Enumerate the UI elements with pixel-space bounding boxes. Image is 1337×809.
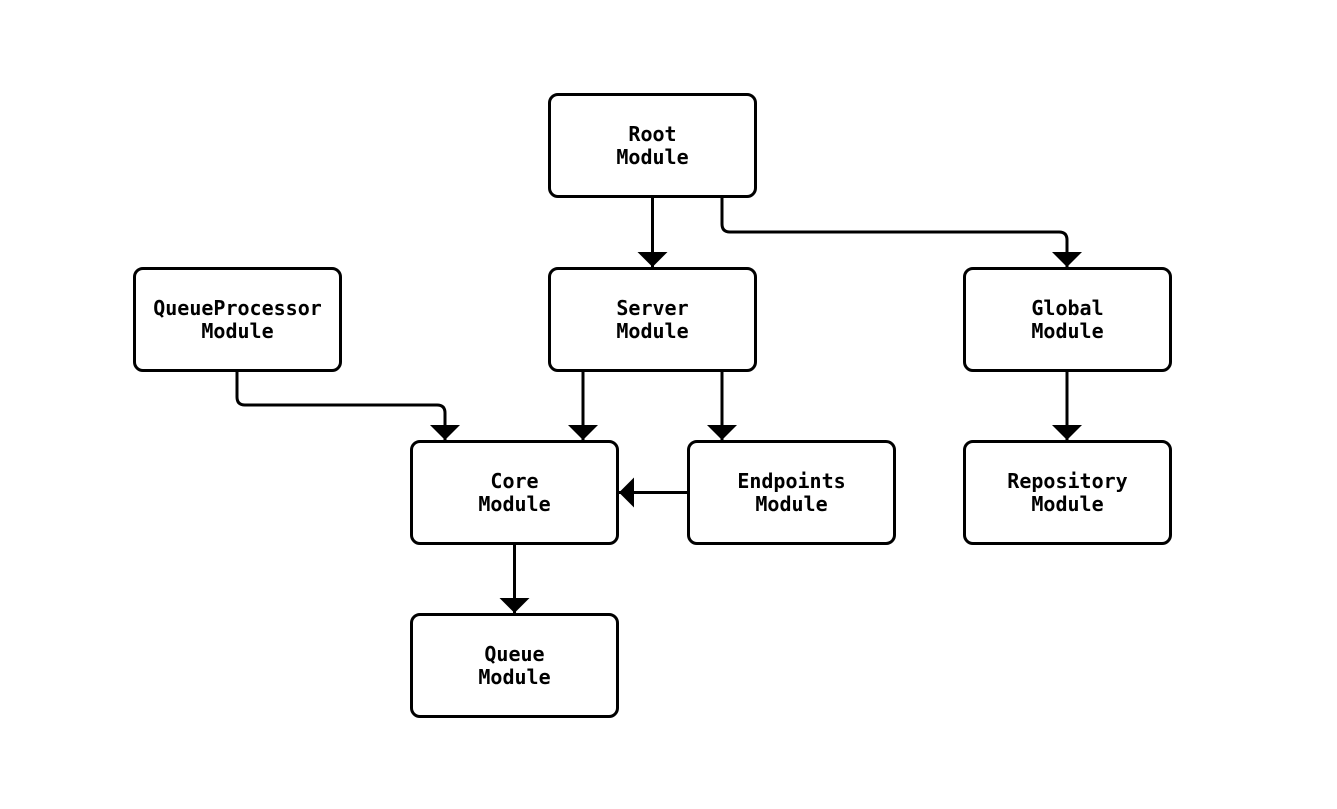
- node-global-module: Global Module: [963, 267, 1172, 372]
- node-repository-module: Repository Module: [963, 440, 1172, 545]
- node-server-module: Server Module: [548, 267, 757, 372]
- node-root-module: Root Module: [548, 93, 757, 198]
- node-core-module: Core Module: [410, 440, 619, 545]
- node-queue-module: Queue Module: [410, 613, 619, 718]
- node-endpoints-module: Endpoints Module: [687, 440, 896, 545]
- edge-root-global: [720, 198, 1082, 267]
- edge-queueprocessor-core: [235, 372, 460, 440]
- node-queueprocessor-module: QueueProcessor Module: [133, 267, 342, 372]
